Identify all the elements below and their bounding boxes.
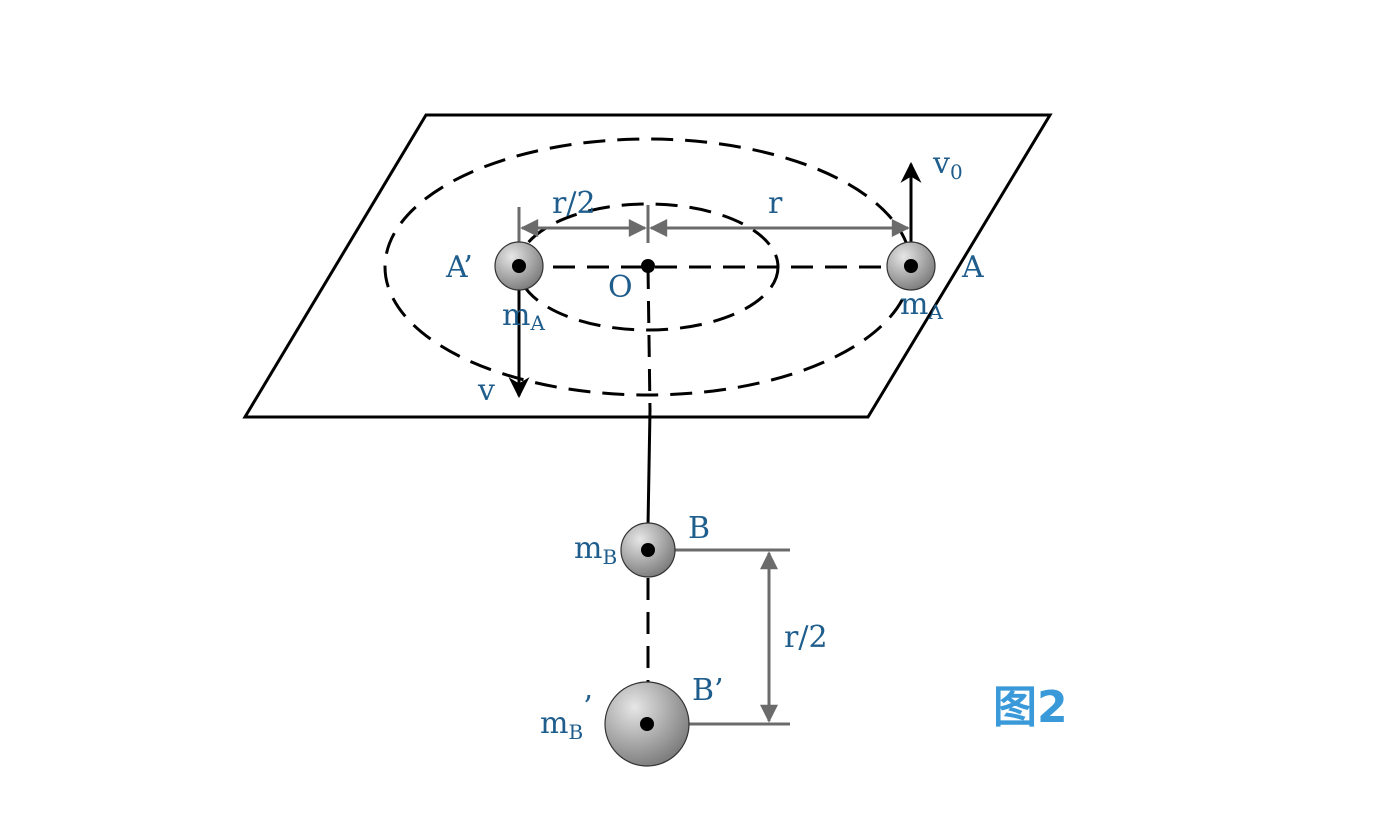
label-mb: mB [574, 531, 617, 569]
label-mb-main: m [574, 531, 602, 566]
dot-b-prime [640, 717, 654, 731]
label-mb-sub: B [602, 545, 617, 569]
label-b-prime: B’ [692, 673, 724, 708]
figure-caption: 图2 [993, 682, 1068, 733]
label-r-half-top: r/2 [552, 186, 596, 221]
label-v0: v0 [932, 146, 963, 184]
label-mb-prime-sub: B [568, 720, 583, 744]
dot-a [904, 259, 918, 273]
label-ma-right: mA [900, 287, 943, 324]
dot-a-prime [512, 259, 526, 273]
label-mb-prime-mark: ’ [583, 690, 593, 725]
label-ma-left-sub: A [529, 311, 545, 335]
label-ma-right-sub: A [927, 300, 943, 324]
label-mb-prime: mB’ [540, 690, 593, 744]
table-plane [242, 113, 1053, 419]
label-ma-left: mA [502, 298, 545, 335]
label-mb-prime-main: m [540, 706, 568, 741]
label-o: O [608, 270, 633, 305]
label-v0-sub: 0 [950, 160, 963, 184]
dot-b [641, 543, 655, 557]
label-v: v [477, 373, 495, 408]
label-a: A [961, 250, 984, 285]
string-solid [646, 409, 652, 527]
label-b: B [688, 511, 710, 546]
label-ma-right-main: m [900, 287, 928, 322]
dot-o [641, 259, 655, 273]
label-v0-main: v [932, 146, 950, 181]
string-dashed-upper [646, 266, 652, 411]
label-r-top: r [768, 186, 783, 221]
label-r-half-right: r/2 [784, 620, 828, 655]
label-a-prime: A’ [445, 250, 473, 285]
label-ma-left-main: m [502, 298, 530, 333]
